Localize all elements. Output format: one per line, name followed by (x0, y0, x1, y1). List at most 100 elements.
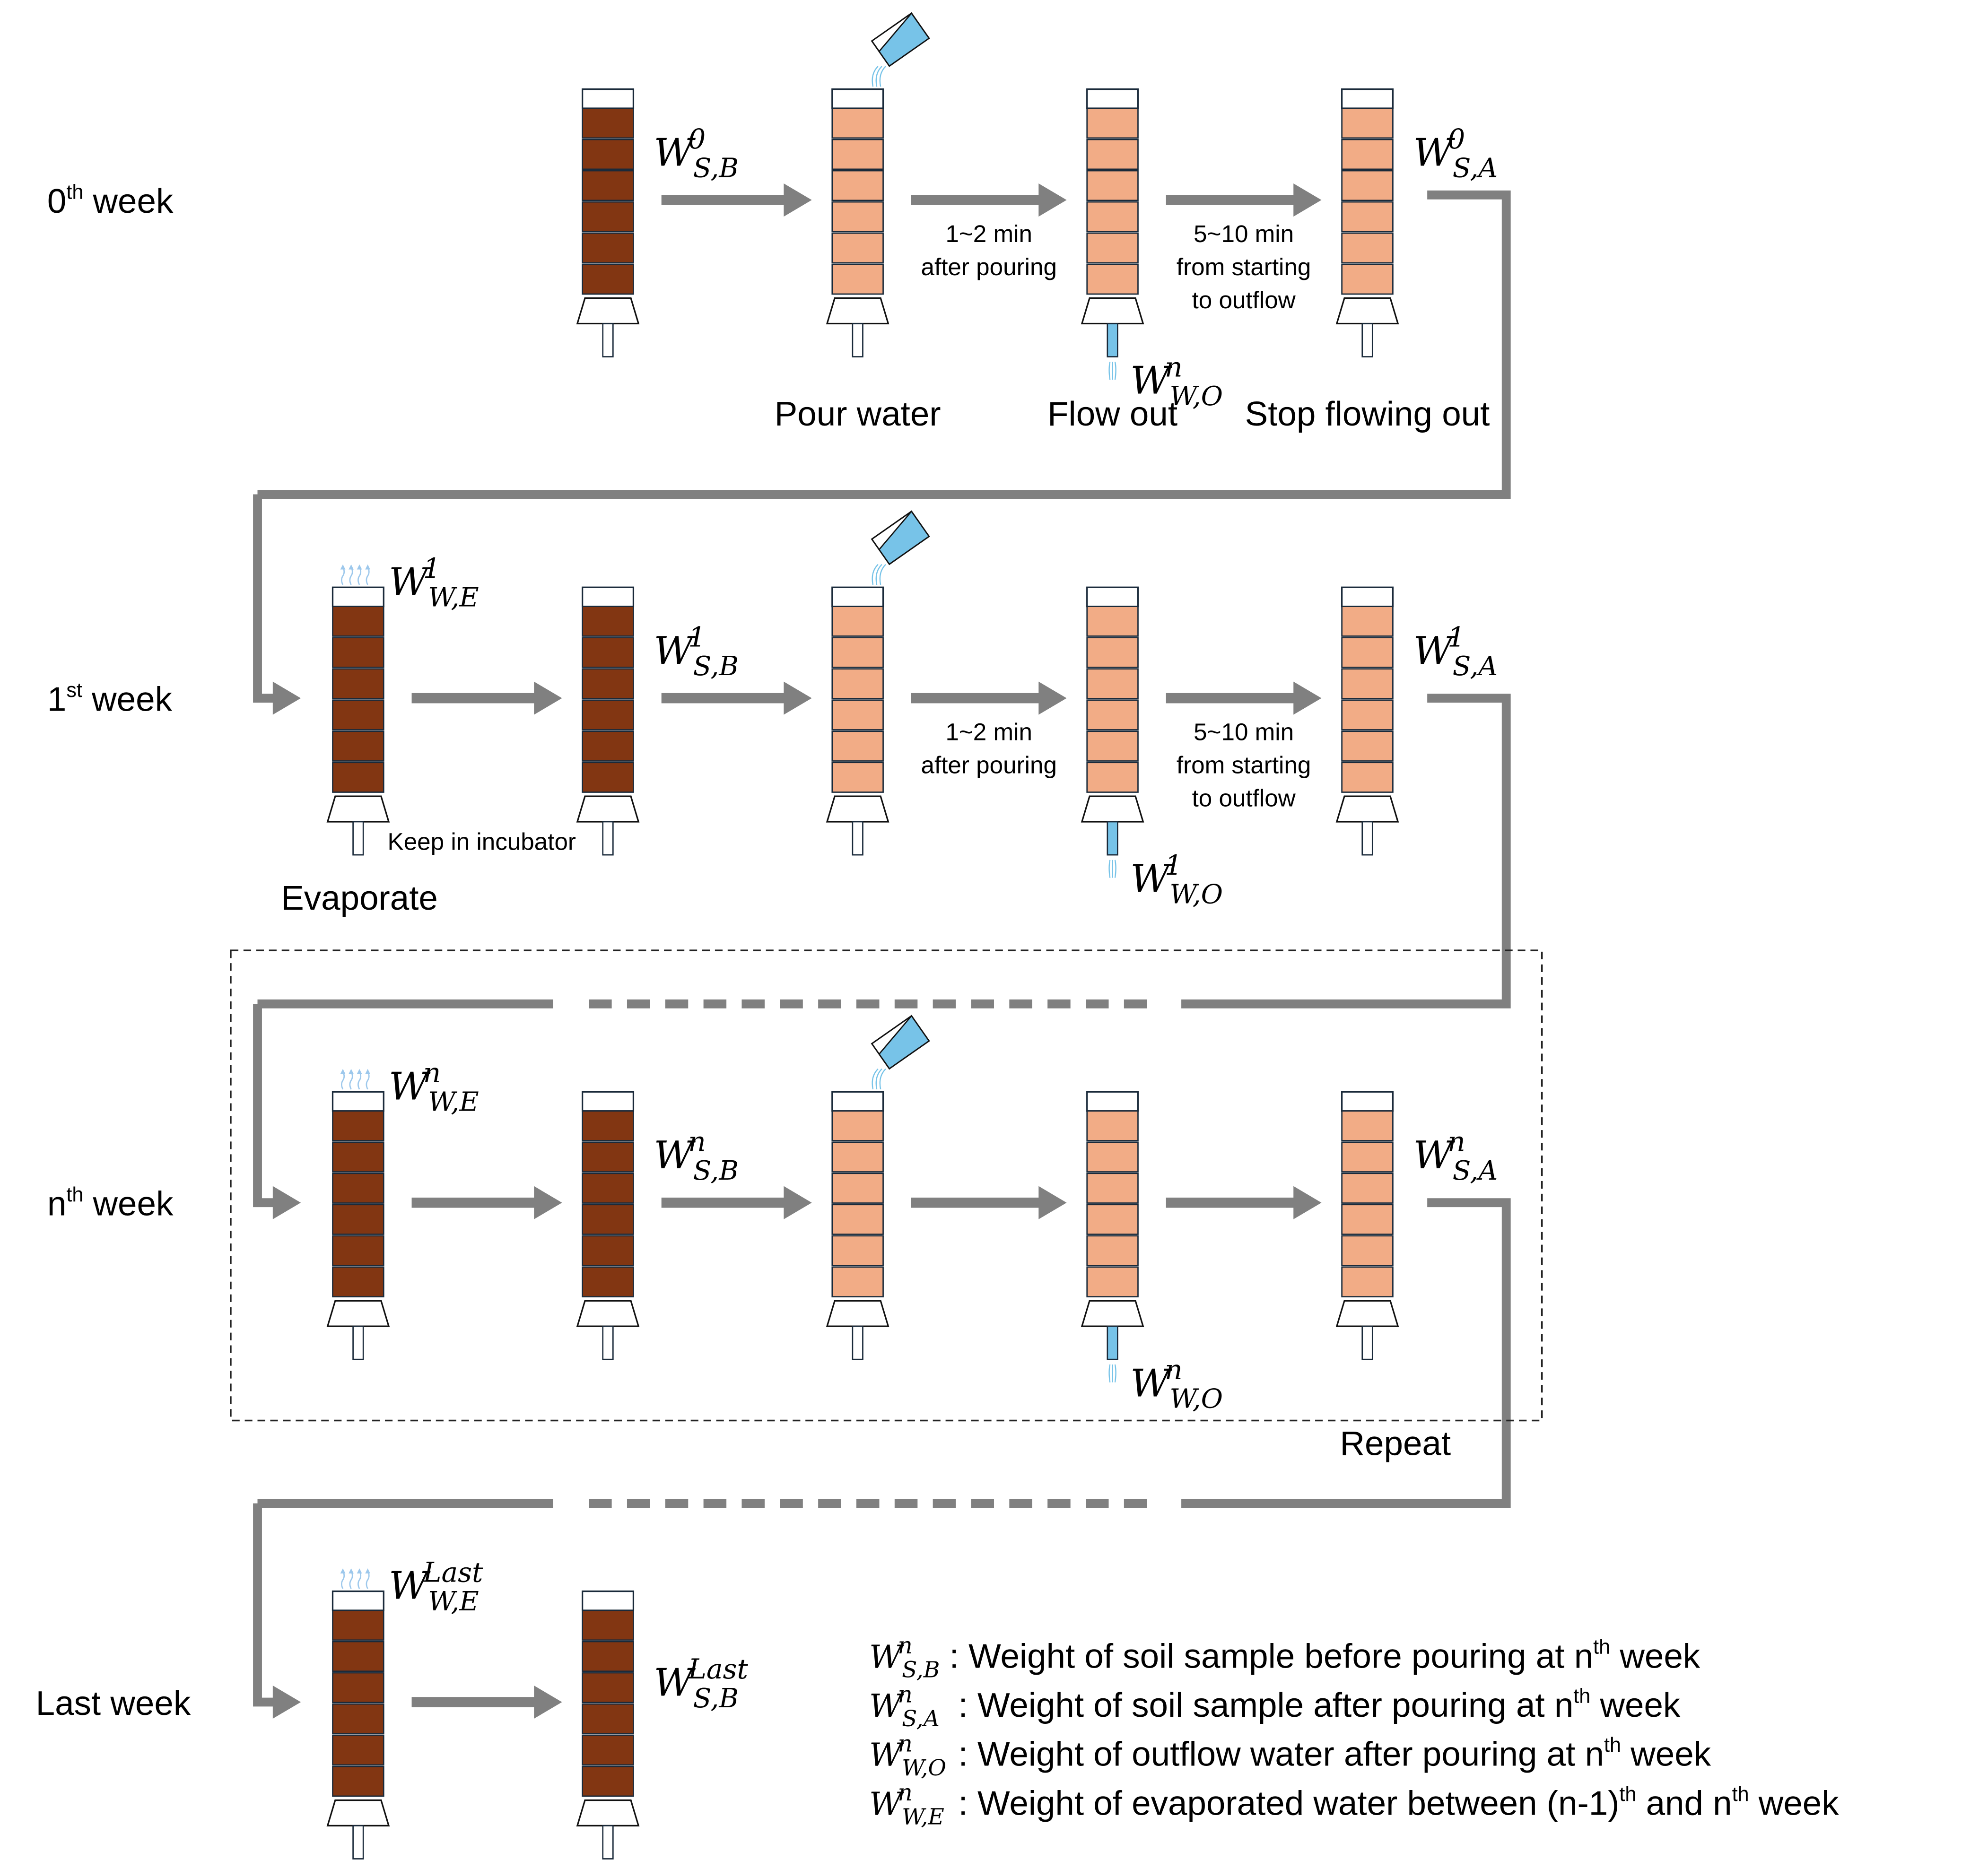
flow-arrow-head (534, 1685, 562, 1719)
pour-stream-icon (872, 66, 886, 87)
row-connectors (230, 190, 1543, 1719)
step-caption: Stop flowing out (1245, 395, 1490, 433)
dry-soil-layer (332, 1266, 384, 1297)
connector-line (253, 1004, 278, 1208)
flow-arrow-head (784, 1186, 812, 1219)
weight-symbol-superscript: n (688, 1126, 706, 1158)
wet-soil-layer (1341, 232, 1394, 264)
drain-tube (852, 1325, 863, 1360)
outflow-drip-icon (1108, 362, 1116, 380)
dry-soil-layer (582, 139, 634, 170)
vapor-arrowhead (357, 564, 362, 570)
drip-line (1108, 1364, 1111, 1382)
wet-soil-layer (831, 201, 884, 233)
soil-column (326, 564, 390, 856)
wet-soil-layer (1341, 1204, 1394, 1235)
row-connector (253, 190, 1511, 715)
legend: WS,Bn: Weight of soil sample before pour… (869, 1633, 1839, 1830)
step-caption: Flow out (1047, 395, 1177, 433)
wet-soil-layer (831, 1141, 884, 1173)
dry-soil-layer (582, 1204, 634, 1235)
dry-soil-layer (582, 1110, 634, 1141)
dry-soil-layer (582, 1765, 634, 1797)
week-label: 0th week (47, 181, 174, 220)
vapor-line (349, 1570, 353, 1589)
wet-soil-layer (1086, 107, 1139, 139)
wet-soil-layer (1086, 170, 1139, 201)
dry-soil-layer (582, 1235, 634, 1266)
dry-soil-layer (332, 606, 384, 637)
weight-symbol: WW,O (1130, 857, 1223, 910)
dry-soil-layer (332, 1641, 384, 1672)
drain-tube (602, 323, 614, 357)
soil-column (1081, 586, 1144, 878)
wet-soil-layer (831, 1173, 884, 1204)
timing-note: 1~2 min (945, 719, 1032, 746)
weight-symbol: WW,O (1130, 1361, 1223, 1414)
dry-soil-layer (582, 1609, 634, 1641)
weight-symbol-superscript: n (423, 1057, 441, 1089)
funnel (576, 1300, 640, 1327)
wet-soil-layer (1086, 232, 1139, 264)
column-headspace (582, 1091, 635, 1112)
funnel (576, 1799, 640, 1826)
column-headspace (582, 88, 635, 109)
vapor-arrowhead (365, 1568, 370, 1573)
drain-tube (352, 1825, 364, 1860)
drain-tube (602, 1325, 614, 1360)
vapor-line (366, 1570, 370, 1589)
funnel (1335, 1300, 1399, 1327)
weight-symbol-superscript: 0 (1447, 123, 1465, 155)
wet-soil-layer (831, 668, 884, 699)
weight-symbol-superscript: n (898, 1682, 913, 1708)
vapor-line (341, 1071, 345, 1090)
legend-item: WS,An : Weight of soil sample after pour… (869, 1682, 1681, 1732)
drain-tube (352, 1325, 364, 1360)
vapor-line (357, 566, 362, 585)
wet-soil-layer (1086, 668, 1139, 699)
wet-soil-layer (1341, 730, 1394, 762)
legend-symbol: WS,A (869, 1687, 940, 1732)
repeat-region-box (230, 949, 1543, 1422)
soil-column (576, 586, 640, 856)
dry-soil-layer (582, 107, 634, 139)
flow-arrow-shaft (911, 693, 1044, 704)
flow-arrow-head (1293, 681, 1322, 715)
connector-arrow-head (272, 681, 301, 715)
flow-arrow-shaft (1166, 693, 1299, 704)
timing-note: 5~10 min (1194, 719, 1294, 746)
dry-soil-layer (582, 1641, 634, 1672)
dry-soil-layer (332, 637, 384, 668)
wet-soil-layer (831, 730, 884, 762)
timing-note: after pouring (921, 752, 1057, 779)
dry-soil-layer (582, 1266, 634, 1297)
stream-line (879, 66, 886, 87)
funnel (326, 1799, 390, 1826)
outflow-water-tube (1107, 821, 1118, 856)
dry-soil-layer (332, 1734, 384, 1766)
dry-soil-layer (582, 1703, 634, 1735)
weight-symbol-superscript: n (1165, 351, 1182, 383)
legend-text: : Weight of soil sample before pouring a… (950, 1636, 1700, 1676)
funnel (576, 297, 640, 325)
weight-symbol: WS,A (1413, 130, 1498, 183)
wet-soil-layer (831, 699, 884, 730)
timing-note: after pouring (921, 253, 1057, 280)
wet-soil-layer (1341, 1110, 1394, 1141)
dry-soil-layer (332, 1765, 384, 1797)
legend-symbol: WW,O (869, 1736, 946, 1781)
dry-soil-layer (582, 637, 634, 668)
drip-line (1108, 860, 1111, 878)
funnel (1335, 297, 1399, 325)
vapor-arrowhead (340, 1069, 346, 1074)
soil-column (826, 12, 930, 357)
wet-soil-layer (831, 762, 884, 793)
vapor-arrowhead (365, 1069, 370, 1074)
legend-text: : Weight of soil sample after pouring at… (959, 1685, 1681, 1724)
wet-soil-layer (1086, 1141, 1139, 1173)
wet-soil-layer (1341, 1235, 1394, 1266)
weight-symbol: WS,B (654, 1661, 739, 1714)
wet-soil-layer (1086, 699, 1139, 730)
wet-soil-layer (1341, 637, 1394, 668)
weight-symbol: WS,A (1413, 629, 1498, 682)
